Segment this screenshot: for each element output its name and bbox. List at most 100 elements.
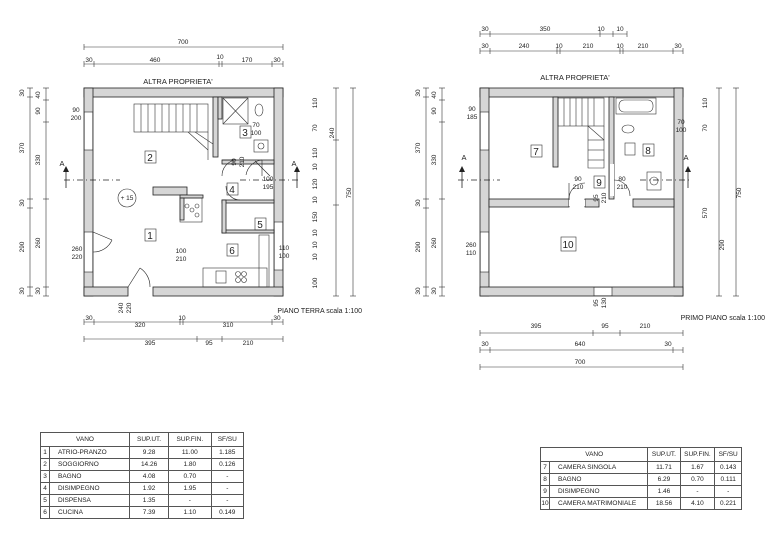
dim: 110 [702,97,709,108]
row-number: 5 [40,494,50,507]
dim: 750 [736,187,743,198]
door-label: 110 [466,250,477,257]
dim: 95 [205,340,213,347]
door-label: 210 [617,184,628,191]
section-marker: A [59,159,64,168]
dim: 30 [415,89,422,97]
row-ratio: 1.185 [210,446,245,459]
dim: 95 [601,323,609,330]
row-ratio: - [714,485,742,498]
row-number: 4 [40,482,50,495]
room-number: 3 [242,128,248,139]
dim: 70 [312,124,319,132]
table-row: 4 DISIMPEGNO 1.92 1.95 - [40,482,245,495]
row-sup-fin: 11.00 [168,446,212,459]
door-label: 95 [593,194,600,202]
dim: 30 [481,26,489,33]
dim: 10 [597,26,605,33]
dim: 110 [312,97,319,108]
dim: 70 [702,124,709,132]
door-label: 90 [574,176,582,183]
table-row: 6 CUCINA 7.39 1.10 0.149 [40,506,245,519]
row-sup-fin: 1.95 [168,482,212,495]
door-label: 110 [279,245,290,252]
dim: 110 [312,147,319,158]
row-name: DISPENSA [48,494,131,507]
dim: 170 [242,57,253,64]
door-label: 260 [466,242,477,249]
dim: 30 [85,315,93,322]
section-marker: A [683,153,688,162]
door-label: 90 [468,106,476,113]
dim: 30 [273,57,281,64]
dim: 370 [415,142,422,153]
header-sf-su: SF/SU [210,432,245,447]
dim: 10 [312,241,319,249]
door-label: 185 [467,114,478,121]
header-sup-ut: SUP.UT. [129,432,170,447]
room-number: 9 [596,178,602,189]
row-sup-ut: 1.92 [129,482,170,495]
section-marker: A [461,153,466,162]
door-label: 70 [252,122,260,129]
dim: 30 [674,43,682,50]
row-sup-fin: 1.80 [168,458,212,471]
dim: 240 [519,43,530,50]
section-marker: A [291,159,296,168]
row-name: SOGGIORNO [48,458,131,471]
room-number: 2 [147,153,153,164]
row-sup-ut: 9.28 [129,446,170,459]
dim: 10 [312,163,319,171]
dim: 320 [135,322,146,329]
row-sup-fin: 0.70 [679,473,716,486]
dim: 290 [415,241,422,252]
row-number: 7 [540,461,550,474]
header-sf-su: SF/SU [714,447,742,462]
first-neighbor-label: ALTRA PROPRIETA' [540,73,610,82]
dim: 310 [223,322,234,329]
ground-floor-plan [27,44,356,342]
room-number: 1 [147,231,153,242]
dim: 570 [702,207,709,218]
door-label: 210 [601,192,608,203]
header-vano: VANO [39,432,131,447]
row-ratio: - [210,494,245,507]
first-floor-plan [423,31,739,370]
table-row: 3 BAGNO 4.08 0.70 - [40,470,245,483]
row-sup-fin: 1.67 [679,461,716,474]
row-number: 6 [40,506,50,519]
first-floor-labels: ALTRA PROPRIETA' PRIMO PIANO scala 1:100… [415,26,765,366]
dim: 90 [35,107,42,115]
row-name: BAGNO [48,470,131,483]
dim: 150 [312,211,319,222]
room-number: 6 [229,246,235,257]
dim: 10 [178,315,186,322]
ground-floor-caption: PIANO TERRA scala 1:100 [277,308,362,315]
dim: 290 [719,239,726,250]
dim: 30 [85,57,93,64]
dim: 350 [540,26,551,33]
first-floor-caption: PRIMO PIANO scala 1:100 [681,315,766,322]
dim: 10 [216,54,224,61]
row-ratio: 0.111 [714,473,742,486]
door-label: 210 [573,184,584,191]
dim: 10 [312,196,319,204]
room-number: 4 [229,185,235,196]
row-sup-fin: 4.10 [679,497,716,510]
row-ratio: 0.143 [714,461,742,474]
door-label: 220 [126,302,133,313]
door-label: 210 [176,256,187,263]
dim: 260 [431,237,438,248]
row-name: CAMERA SINGOLA [548,461,649,474]
dim: 40 [431,91,438,99]
door-label: 90 [72,107,80,114]
dim: 750 [346,187,353,198]
table-header-row: VANO SUP.UT. SUP.FIN. SF/SU [539,447,742,462]
dim: 30 [431,287,438,295]
row-number: 1 [40,446,50,459]
row-ratio: - [210,482,245,495]
row-sup-ut: 6.29 [647,473,681,486]
dim: 40 [35,91,42,99]
ground-top-overall: 700 [178,39,189,46]
